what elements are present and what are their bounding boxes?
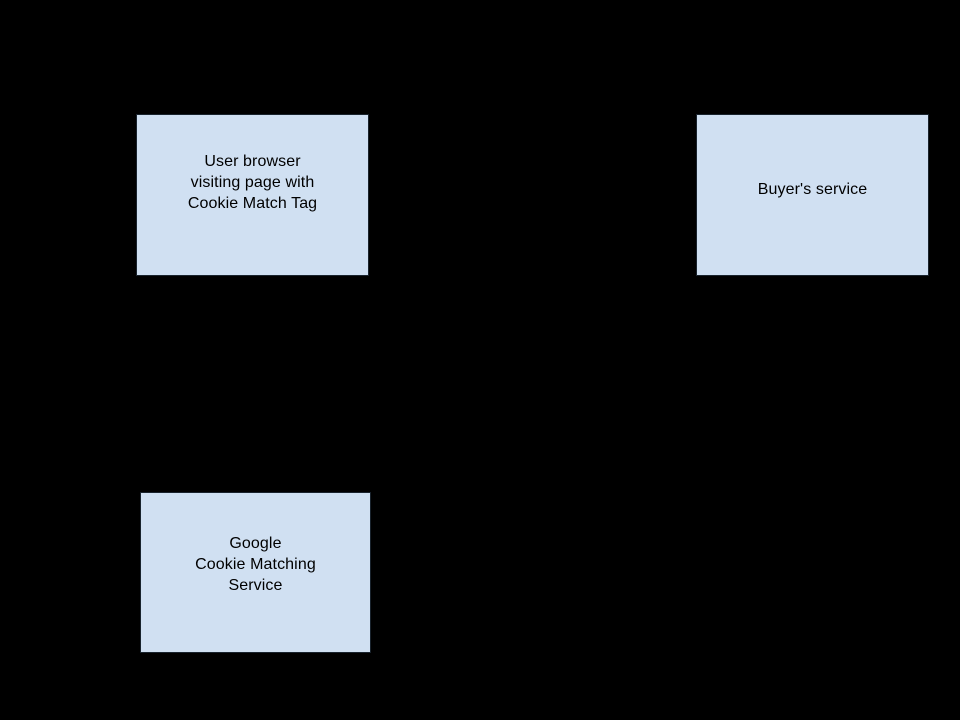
node-google-cookie-matching[interactable]: Google Cookie Matching Service <box>140 492 371 653</box>
node-google-cookie-matching-label: Google Cookie Matching Service <box>195 535 316 594</box>
node-buyers-service-label: Buyer's service <box>757 181 868 198</box>
node-buyers-service[interactable]: Buyer's service <box>696 114 929 276</box>
node-user-browser-label: User browser visiting page with Cookie M… <box>187 153 318 212</box>
node-user-browser[interactable]: User browser visiting page with Cookie M… <box>136 114 369 276</box>
